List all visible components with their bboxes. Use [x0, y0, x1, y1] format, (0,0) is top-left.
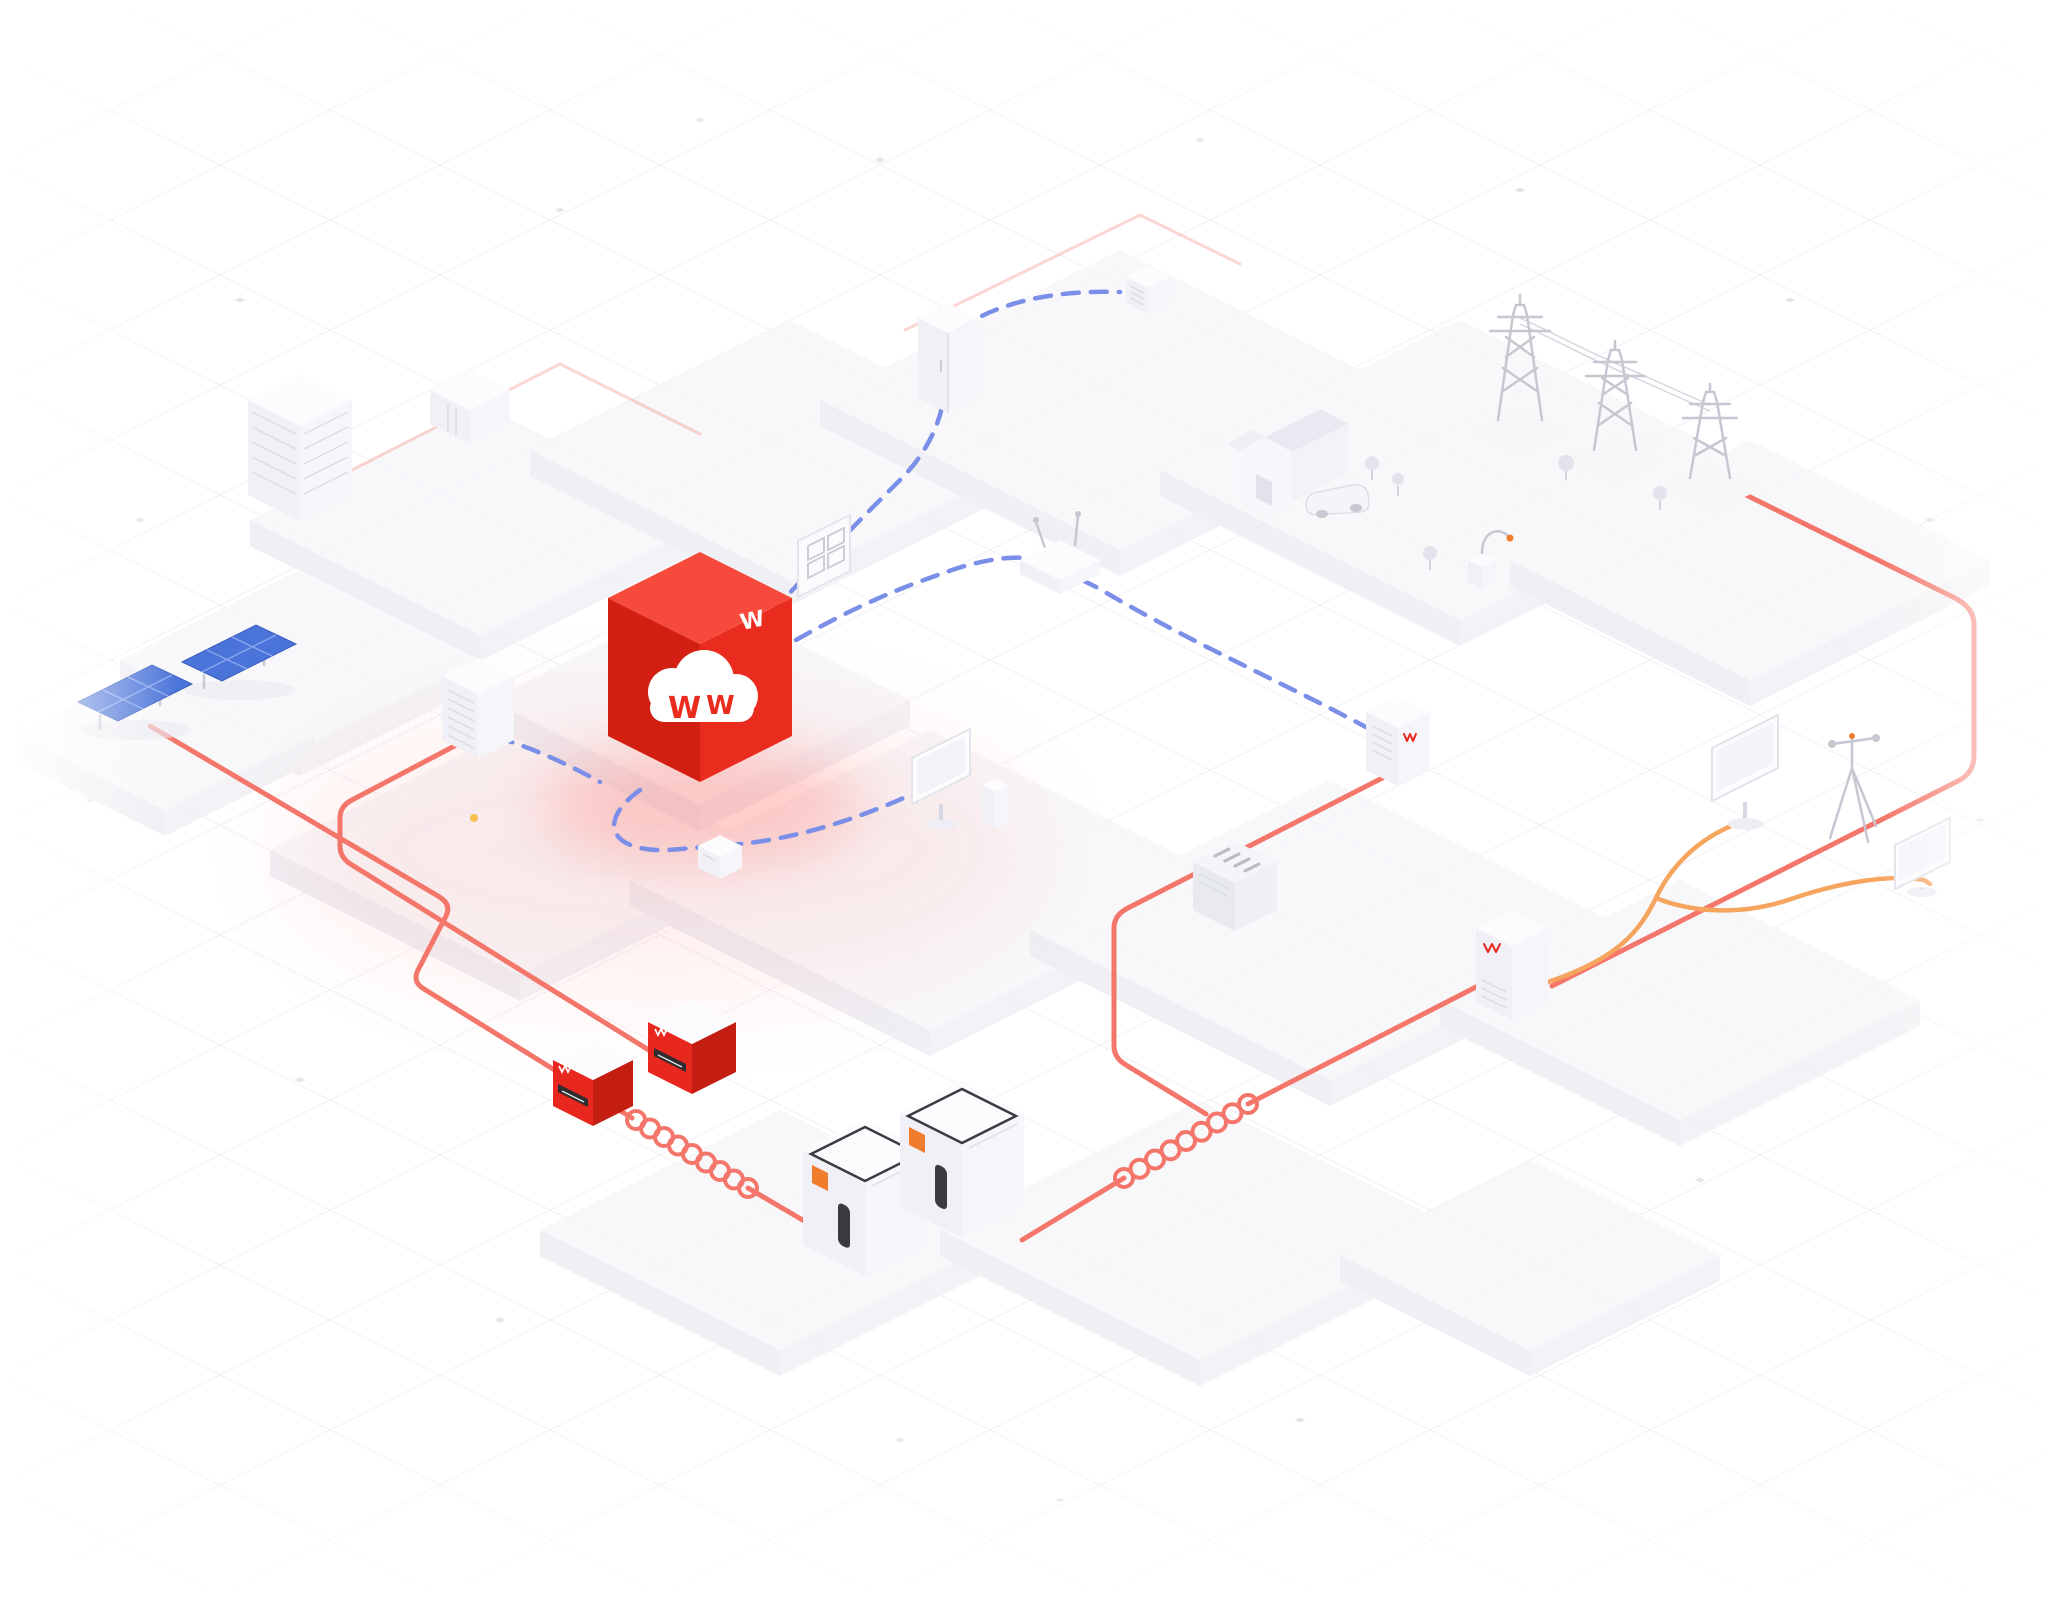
- warehouse: [430, 370, 510, 444]
- battery-container-right: [900, 1081, 1024, 1238]
- platform-face: [1510, 440, 1990, 680]
- computer-tower: [982, 778, 1008, 829]
- grid-node-dot: [1295, 1417, 1305, 1423]
- platform-face: [940, 1230, 1200, 1386]
- indicator-light: [470, 814, 478, 822]
- platform-face: [1030, 930, 1330, 1106]
- platform-face: [250, 520, 480, 661]
- platform-face: [540, 1230, 780, 1376]
- house-with-ev: [1228, 409, 1370, 518]
- w-logo-top: W: [738, 606, 767, 636]
- coil-loop: [1237, 1093, 1259, 1115]
- coil-loop: [1175, 1130, 1197, 1152]
- wifi-router: [1020, 511, 1100, 594]
- data-line-server-to-rooftop: [955, 289, 1123, 333]
- w-logo: W: [668, 691, 701, 726]
- grid-node-dot: [295, 1077, 305, 1083]
- power-line-solar-to-batteries: [147, 723, 635, 1121]
- data-line-router-to-cabinet: [1079, 577, 1389, 741]
- platform-face: [1340, 1255, 1530, 1376]
- platform-face: [940, 1100, 1460, 1360]
- coil-loop: [1159, 1139, 1182, 1162]
- background-traces: [350, 213, 1242, 472]
- power-line-cabinet-to-bottom: [1111, 767, 1401, 1117]
- platform-face: [1340, 1160, 1720, 1350]
- w-mark: [1403, 733, 1417, 742]
- platform-face: [1440, 880, 1920, 1120]
- data-line-cube-to-router: [793, 555, 1055, 643]
- red-inverter-small: [553, 1040, 633, 1126]
- tree-icons: [1365, 456, 1437, 570]
- coil-loop: [1113, 1167, 1135, 1189]
- coil-loop: [1144, 1148, 1166, 1171]
- data-line-cube-to-server: [769, 395, 947, 615]
- w-mark: [654, 1026, 668, 1038]
- w-mark: [558, 1063, 572, 1075]
- platform-face: [1440, 1000, 1680, 1146]
- platform-block: [1440, 880, 1920, 1146]
- desktop-computer: [911, 727, 1008, 830]
- tree-icon: [1558, 455, 1667, 510]
- platform-face: [480, 520, 710, 661]
- transformer: [1193, 841, 1277, 931]
- platform-face: [1680, 1000, 1920, 1146]
- office-building: [248, 374, 352, 521]
- cloud-cube: W W W: [608, 552, 792, 782]
- grid-node-dot: [495, 1317, 505, 1323]
- vent-slot: [935, 1164, 947, 1210]
- ev-charger: [1468, 530, 1514, 589]
- power-line-coil1-to-container: [745, 1185, 809, 1225]
- vent-slot: [838, 1203, 850, 1248]
- platform-face: [300, 660, 480, 776]
- battery-cabinet: [1366, 696, 1430, 786]
- coil-loop: [1206, 1111, 1228, 1134]
- cloud-icon: W W: [648, 650, 758, 726]
- w-logo: W: [706, 691, 735, 721]
- weather-station: [1828, 733, 1880, 844]
- platform-face: [780, 1230, 1020, 1376]
- power-line-container-to-inverter: [1019, 983, 1481, 1243]
- coil-loop: [1190, 1120, 1213, 1143]
- breaker-panel: [797, 513, 851, 599]
- inductor-coils: [625, 1093, 1259, 1199]
- rooftop-unit: [1126, 266, 1170, 314]
- platform-face: [820, 400, 1120, 576]
- grid-node-dot: [555, 207, 565, 213]
- grid-node-dot: [1695, 1177, 1705, 1183]
- junction-box: [698, 835, 742, 879]
- grid-node-dot: [1785, 297, 1795, 303]
- grid-node-dot: [875, 157, 885, 163]
- sensor-dot: [1849, 733, 1855, 739]
- grid-node-dot: [235, 297, 245, 303]
- house-door: [1256, 474, 1272, 506]
- pylon-icon: [1681, 382, 1739, 480]
- platform-block: [1340, 1160, 1720, 1376]
- platform-face: [165, 735, 315, 836]
- platform-face: [1510, 560, 1750, 706]
- hybrid-inverter: [1476, 910, 1548, 1020]
- server-unit: [918, 303, 978, 413]
- w-mark: [1483, 943, 1501, 953]
- electric-car: [1305, 483, 1370, 518]
- pylon-icon: [1488, 293, 1552, 422]
- power-line-cabinet-to-batteries: [337, 739, 703, 1085]
- platform-face: [1530, 1255, 1720, 1376]
- grid-node-dot: [1515, 187, 1525, 193]
- platform-face: [1160, 470, 1460, 646]
- coil-loop: [737, 1177, 759, 1199]
- orange-chip: [909, 1127, 925, 1153]
- pylon-icon: [1584, 339, 1646, 452]
- control-cabinet: [442, 658, 514, 822]
- red-inverter-large: [648, 1000, 736, 1094]
- platform-block: [1510, 440, 1990, 706]
- orange-chip: [812, 1165, 828, 1191]
- display-screen-left: [1711, 713, 1779, 830]
- transmission-towers: [1465, 293, 1765, 514]
- coil-loop: [1128, 1157, 1151, 1180]
- coil-loop: [1221, 1102, 1244, 1125]
